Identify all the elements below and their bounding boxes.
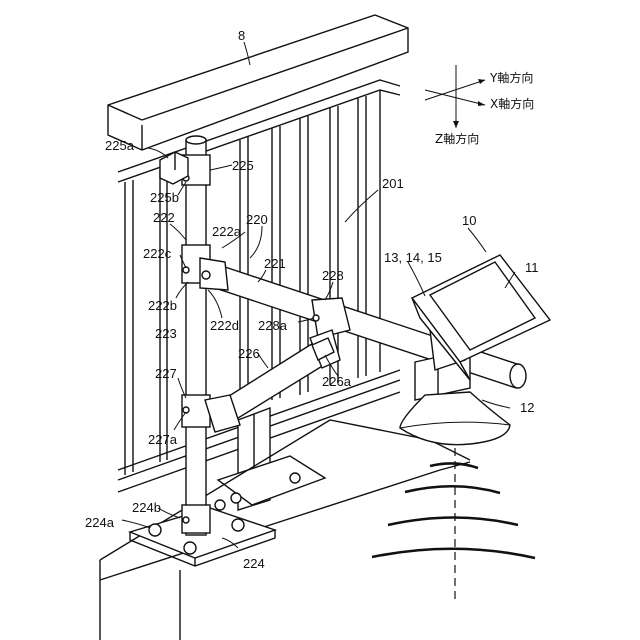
label-13-14-15: 13, 14, 15	[384, 250, 442, 265]
label-227: 227	[155, 366, 177, 381]
label-226a: 226a	[322, 374, 352, 389]
label-224a: 224a	[85, 515, 115, 530]
label-228a: 228a	[258, 318, 288, 333]
label-228: 228	[322, 268, 344, 283]
label-225a: 225a	[105, 138, 135, 153]
label-221: 221	[264, 256, 286, 271]
label-225b: 225b	[150, 190, 179, 205]
vertical-pole	[182, 136, 210, 535]
label-8: 8	[238, 28, 245, 43]
x-axis-label: X軸方向	[490, 96, 534, 111]
label-201: 201	[382, 176, 404, 191]
label-226: 226	[238, 346, 260, 361]
label-222a: 222a	[212, 224, 242, 239]
label-222c: 222c	[143, 246, 172, 261]
label-11: 11	[525, 260, 539, 275]
label-12: 12	[520, 400, 534, 415]
z-axis-label: Z軸方向	[435, 131, 479, 146]
label-10: 10	[462, 213, 476, 228]
label-220: 220	[246, 212, 268, 227]
label-223: 223	[155, 326, 177, 341]
y-axis-label: Y軸方向	[489, 70, 533, 85]
label-224b: 224b	[132, 500, 161, 515]
label-224: 224	[243, 556, 265, 571]
axis-indicator	[425, 65, 485, 128]
label-227a: 227a	[148, 432, 178, 447]
axis-labels: Y軸方向 X軸方向 Z軸方向	[435, 70, 534, 146]
label-222d: 222d	[210, 318, 239, 333]
wave-pattern	[372, 448, 535, 600]
label-222b: 222b	[148, 298, 177, 313]
label-222: 222	[153, 210, 175, 225]
label-225: 225	[232, 158, 254, 173]
